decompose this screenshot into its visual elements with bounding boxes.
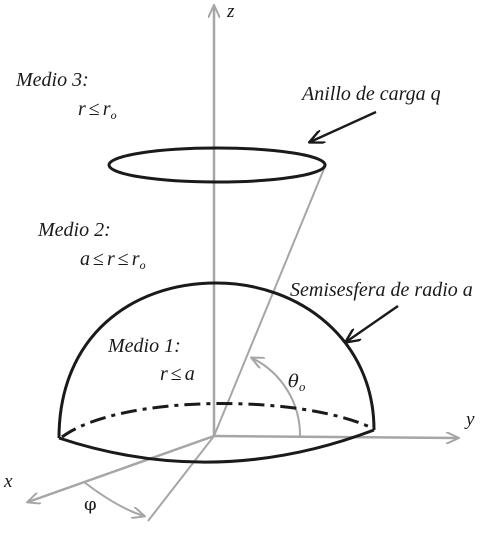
ring-label: Anillo de carga q <box>302 83 441 105</box>
phi-label: φ <box>84 494 97 515</box>
hemisphere-base-back <box>61 402 373 439</box>
medio3-cond-var: r <box>78 98 86 120</box>
medio3-cond-op: ≤ <box>88 98 100 120</box>
y-axis <box>213 436 458 438</box>
radius-line-to-ring <box>213 163 327 437</box>
ring-pointer-arrow <box>310 110 377 142</box>
medio2-condition: a≤r≤ro <box>80 249 146 271</box>
x-axis <box>28 434 215 502</box>
medio2-cond-var: r <box>106 248 115 270</box>
theta-label: θo <box>288 371 306 394</box>
x-axis-label: x <box>4 471 13 492</box>
medio2-cond-high-sub: o <box>139 258 146 272</box>
z-axis-label: z <box>227 1 235 22</box>
phi-arc <box>83 481 144 516</box>
theta-arc <box>252 358 302 437</box>
medio1-cond-op: ≤ <box>170 363 182 385</box>
y-axis-label: y <box>466 409 475 430</box>
theta-sub: o <box>298 381 306 394</box>
medio1-cond-bound: a <box>184 363 195 385</box>
hemisphere-base-front <box>58 428 375 464</box>
medio3-title: Medio 3: <box>16 69 89 91</box>
charged-ring <box>107 146 327 184</box>
medio2-cond-high: r <box>131 248 140 270</box>
medio2-title: Medio 2: <box>38 219 111 241</box>
medio3-condition: r≤ro <box>78 99 117 121</box>
projection-line <box>147 435 215 522</box>
medio2-cond-low: a <box>80 248 90 270</box>
medio2-cond-op1: ≤ <box>93 248 104 270</box>
hemisphere-dome <box>57 281 376 439</box>
medio3-cond-bound-sub: o <box>110 108 117 122</box>
medio1-title: Medio 1: <box>108 335 181 357</box>
medio1-cond-var: r <box>160 363 168 385</box>
hemisphere-pointer-arrow <box>346 305 399 342</box>
theta-symbol: θ <box>288 371 299 392</box>
medio2-cond-op2: ≤ <box>117 248 129 270</box>
hemisphere-label: Semisesfera de radio a <box>290 279 473 301</box>
medio1-condition: r≤a <box>160 364 195 384</box>
medio3-cond-bound: r <box>102 98 111 120</box>
